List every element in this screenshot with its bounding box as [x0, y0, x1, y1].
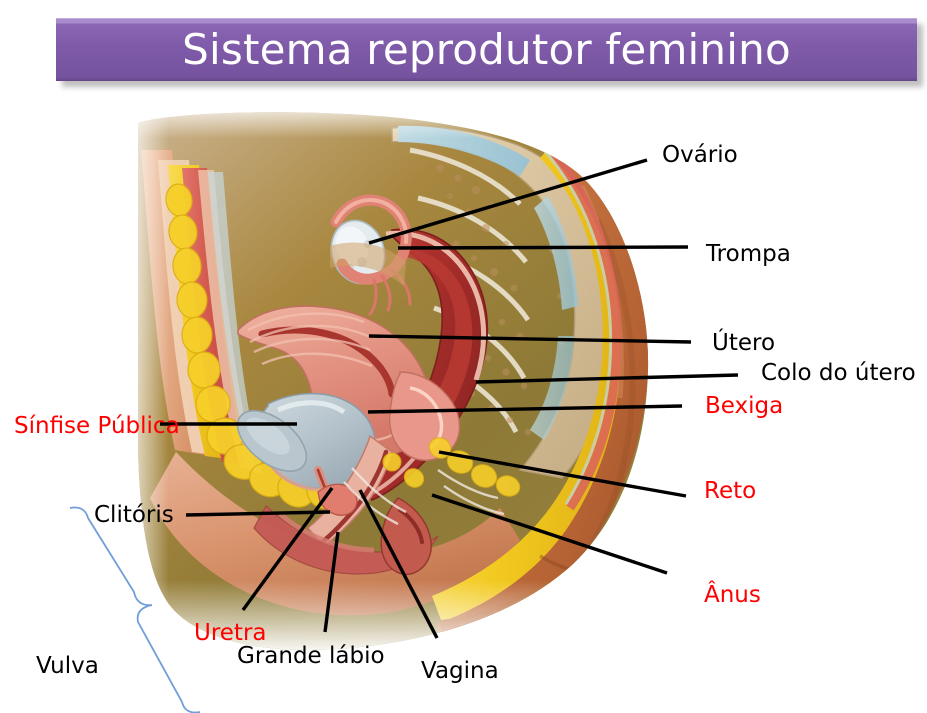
label-utero: Útero: [712, 330, 776, 356]
title-banner: Sistema reprodutor feminino: [56, 18, 917, 81]
label-colo-do-utero: Colo do útero: [761, 360, 916, 386]
label-clitoris: Clitóris: [94, 502, 174, 528]
label-reto: Reto: [704, 478, 757, 504]
label-grande-labio: Grande lábio: [237, 643, 385, 669]
label-trompa: Trompa: [706, 241, 791, 267]
label-sinfise-pubica: Sínfise Pública: [14, 413, 180, 439]
page-title: Sistema reprodutor feminino: [182, 25, 791, 74]
label-bexiga: Bexiga: [705, 393, 784, 419]
label-uretra: Uretra: [194, 620, 267, 646]
label-vagina: Vagina: [421, 658, 499, 684]
label-vulva: Vulva: [36, 653, 99, 679]
label-ovario: Ovário: [662, 142, 738, 168]
label-anus: Ânus: [704, 582, 761, 608]
